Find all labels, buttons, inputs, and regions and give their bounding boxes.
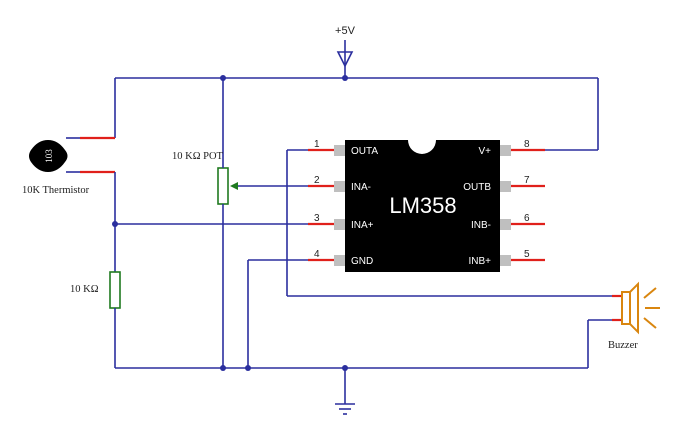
potentiometer: 10 KΩ POT [172, 151, 308, 368]
pin-number: 4 [314, 249, 320, 260]
pin-label: V+ [478, 146, 491, 157]
chip-name: LM358 [389, 193, 456, 218]
junction-dot [245, 365, 251, 371]
pin-number: 7 [524, 175, 530, 186]
buzzer-body-icon [621, 291, 631, 325]
pin-label: INA+ [351, 220, 374, 231]
pin-label: INB- [471, 220, 491, 231]
pin-label: OUTA [351, 146, 378, 157]
pin-number: 2 [314, 175, 320, 186]
resistor-body-icon [109, 271, 121, 309]
buzzer-label: Buzzer [608, 340, 638, 351]
resistor-label: 10 KΩ [70, 284, 99, 295]
pot-body-icon [217, 167, 229, 205]
supply-label: +5V [335, 25, 356, 37]
resistor-10k: 10 KΩ [70, 224, 121, 368]
pin-number: 6 [524, 213, 530, 224]
junction-dot [342, 75, 348, 81]
pin-number: 1 [314, 139, 320, 150]
pot-wiper-arrow-icon [230, 182, 238, 190]
inverting-node [112, 221, 308, 227]
thermistor-code: 103 [44, 149, 54, 163]
junction-dot [220, 75, 226, 81]
thermistor-body-icon [29, 140, 68, 172]
thermistor: 103 10K Thermistor [22, 136, 116, 224]
pot-label: 10 KΩ POT [172, 151, 224, 162]
pin-number: 5 [524, 249, 530, 260]
output-wire [286, 149, 612, 297]
pin-label: INB+ [468, 256, 491, 267]
top-rail [114, 75, 599, 160]
ground-icon [335, 368, 355, 415]
lm358-chip: LM358 1 OUTA 2 INA- 3 INA+ 4 GND [308, 139, 545, 272]
gnd-pin-wire [247, 259, 308, 368]
thermistor-label: 10K Thermistor [22, 185, 90, 196]
pin-number: 8 [524, 139, 530, 150]
pin-3: 3 INA+ [308, 213, 374, 231]
pin-7: 7 OUTB [463, 175, 545, 193]
pin-4: 4 GND [308, 249, 373, 267]
pin-label: INA- [351, 182, 371, 193]
chip-body [345, 140, 500, 272]
supply-5v: +5V [335, 25, 356, 78]
sound-wave-icon [643, 287, 657, 299]
pin-1: 1 OUTA [308, 139, 378, 157]
pin-2: 2 INA- [308, 175, 371, 193]
sound-wave-icon [643, 317, 657, 329]
pin-label: GND [351, 256, 373, 267]
buzzer: Buzzer [587, 281, 660, 368]
pin-label: OUTB [463, 182, 491, 193]
pin-number: 3 [314, 213, 320, 224]
bottom-rail [115, 365, 588, 371]
pin-8: 8 V+ [478, 139, 545, 157]
pin-6: 6 INB- [471, 213, 545, 231]
supply-arrow-icon [336, 51, 354, 68]
junction-dot [220, 365, 226, 371]
buzzer-cone-icon [629, 281, 639, 335]
pin-5: 5 INB+ [468, 249, 545, 267]
